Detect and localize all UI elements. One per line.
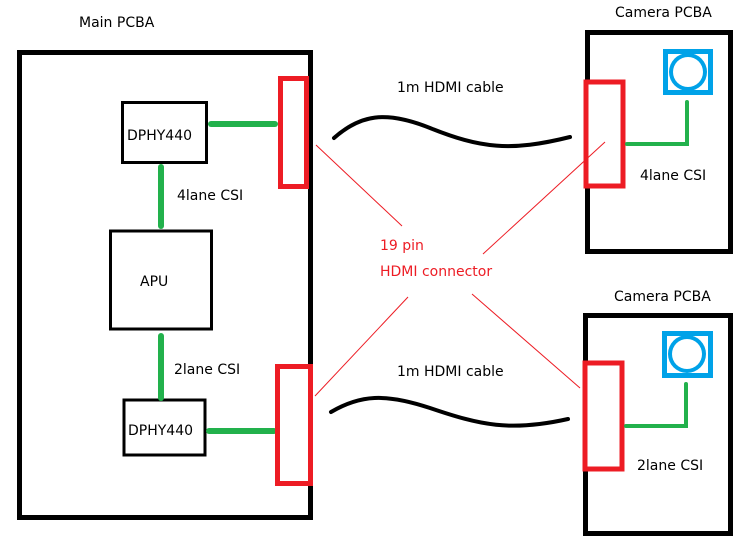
dphy-bottom-chip <box>122 398 207 457</box>
dphy-top-label: DPHY440 <box>127 128 192 144</box>
dphy-bottom-label: DPHY440 <box>128 423 193 439</box>
connector-annotation-line1: 19 pin <box>380 238 424 254</box>
csi-trace-camera-bottom <box>624 382 688 428</box>
dphy-top-chip <box>121 101 208 164</box>
hdmi-connector-camera-top <box>583 79 626 189</box>
camera-sensor-bottom-icon <box>662 331 713 378</box>
cable-top-label: 1m HDMI cable <box>397 80 504 96</box>
apu-label: APU <box>140 274 168 290</box>
main-board-title: Main PCBA <box>79 15 155 31</box>
link-label-4lane: 4lane CSI <box>177 188 243 204</box>
csi-trace-camera-top <box>625 100 689 146</box>
connector-annotation-line2: HDMI connector <box>380 264 492 280</box>
camera-board-top-title: Camera PCBA <box>615 5 712 21</box>
link-label-2lane: 2lane CSI <box>174 362 240 378</box>
camera-sensor-top-icon <box>663 49 713 95</box>
camera-bottom-link-label: 2lane CSI <box>637 458 703 474</box>
hdmi-cable-bottom <box>329 395 570 428</box>
hdmi-connector-main-bottom <box>275 364 313 486</box>
hdmi-connector-main-top <box>278 76 309 189</box>
camera-board-bottom-title: Camera PCBA <box>614 289 711 305</box>
cable-bottom-label: 1m HDMI cable <box>397 364 504 380</box>
camera-top-link-label: 4lane CSI <box>640 168 706 184</box>
hdmi-cable-top <box>332 115 572 149</box>
hdmi-connector-camera-bottom <box>582 360 625 472</box>
connector-annotation-lines <box>314 141 606 397</box>
main-board-outline <box>17 50 313 520</box>
apu-chip <box>109 229 213 331</box>
